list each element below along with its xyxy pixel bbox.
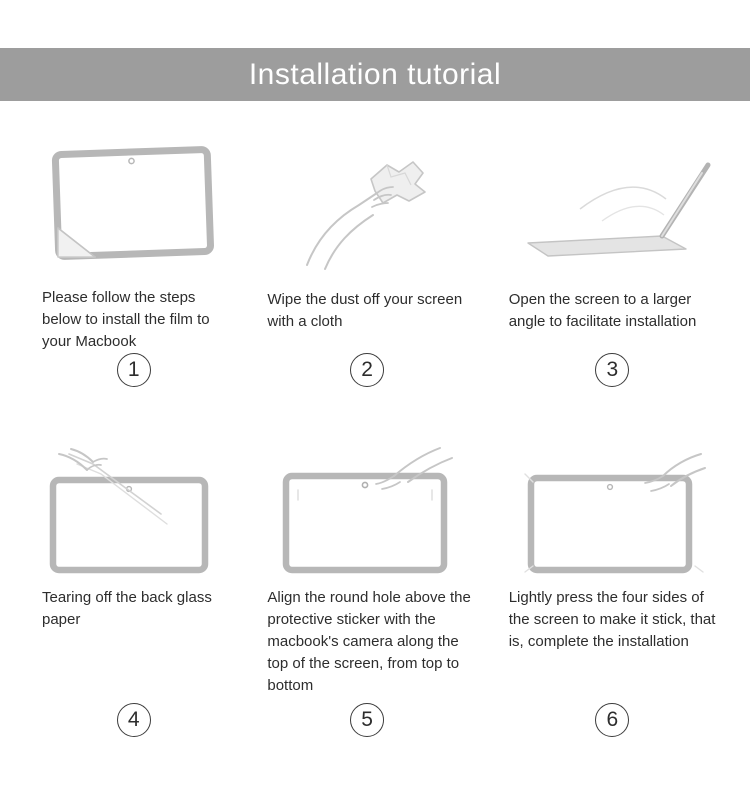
wipe-cloth-illustration-icon	[259, 131, 474, 283]
step-number-badge: 5	[350, 703, 385, 737]
step-caption: Align the round hole above the protectiv…	[267, 589, 471, 694]
header-banner: Installation tutorial	[0, 48, 750, 101]
steps-row-1: Please follow the steps below to install…	[0, 101, 750, 395]
step-number-badge: 1	[116, 353, 151, 387]
steps-row-2: Tearing off the back glass paper 4 Align…	[0, 395, 750, 745]
step-number-badge: 6	[595, 703, 630, 737]
tear-back-paper-illustration-icon	[34, 439, 233, 581]
step-number: 6	[606, 708, 619, 731]
step-caption: Wipe the dust off your screen with a clo…	[267, 291, 463, 330]
installation-tutorial-page: Installation tutorial Please follow the …	[0, 48, 750, 798]
step-number-wrap: 6	[501, 703, 724, 745]
step-number-badge: 3	[595, 353, 630, 387]
step-number-badge: 4	[116, 703, 151, 737]
align-camera-illustration-icon	[259, 439, 474, 581]
step-caption: Please follow the steps below to install…	[42, 289, 210, 351]
step-3: Open the screen to a larger angle to fac…	[501, 131, 724, 395]
step-number-badge: 2	[350, 353, 385, 387]
step-5: Align the round hole above the protectiv…	[259, 439, 474, 745]
step-caption: Open the screen to a larger angle to fac…	[508, 291, 697, 330]
page-title: Installation tutorial	[248, 57, 502, 91]
step-number-wrap: 3	[501, 353, 724, 395]
press-four-sides-illustration-icon	[501, 439, 724, 581]
step-2: Wipe the dust off your screen with a clo…	[259, 131, 474, 395]
step-caption: Tearing off the back glass paper	[42, 589, 212, 628]
step-caption: Lightly press the four sides of the scre…	[508, 589, 716, 650]
step-number: 1	[127, 358, 140, 381]
step-number: 3	[606, 358, 619, 381]
step-number: 2	[361, 358, 373, 381]
step-number: 4	[127, 708, 140, 731]
open-laptop-illustration-icon	[501, 131, 724, 283]
step-number-wrap: 1	[34, 353, 233, 395]
step-6: Lightly press the four sides of the scre…	[501, 439, 724, 745]
step-number: 5	[361, 708, 373, 731]
step-4: Tearing off the back glass paper 4	[34, 439, 233, 745]
step-number-wrap: 5	[259, 703, 474, 745]
peeling-film-screen-illustration-icon	[34, 131, 233, 281]
step-number-wrap: 2	[259, 353, 474, 395]
step-number-wrap: 4	[34, 703, 233, 745]
step-1: Please follow the steps below to install…	[34, 131, 233, 395]
